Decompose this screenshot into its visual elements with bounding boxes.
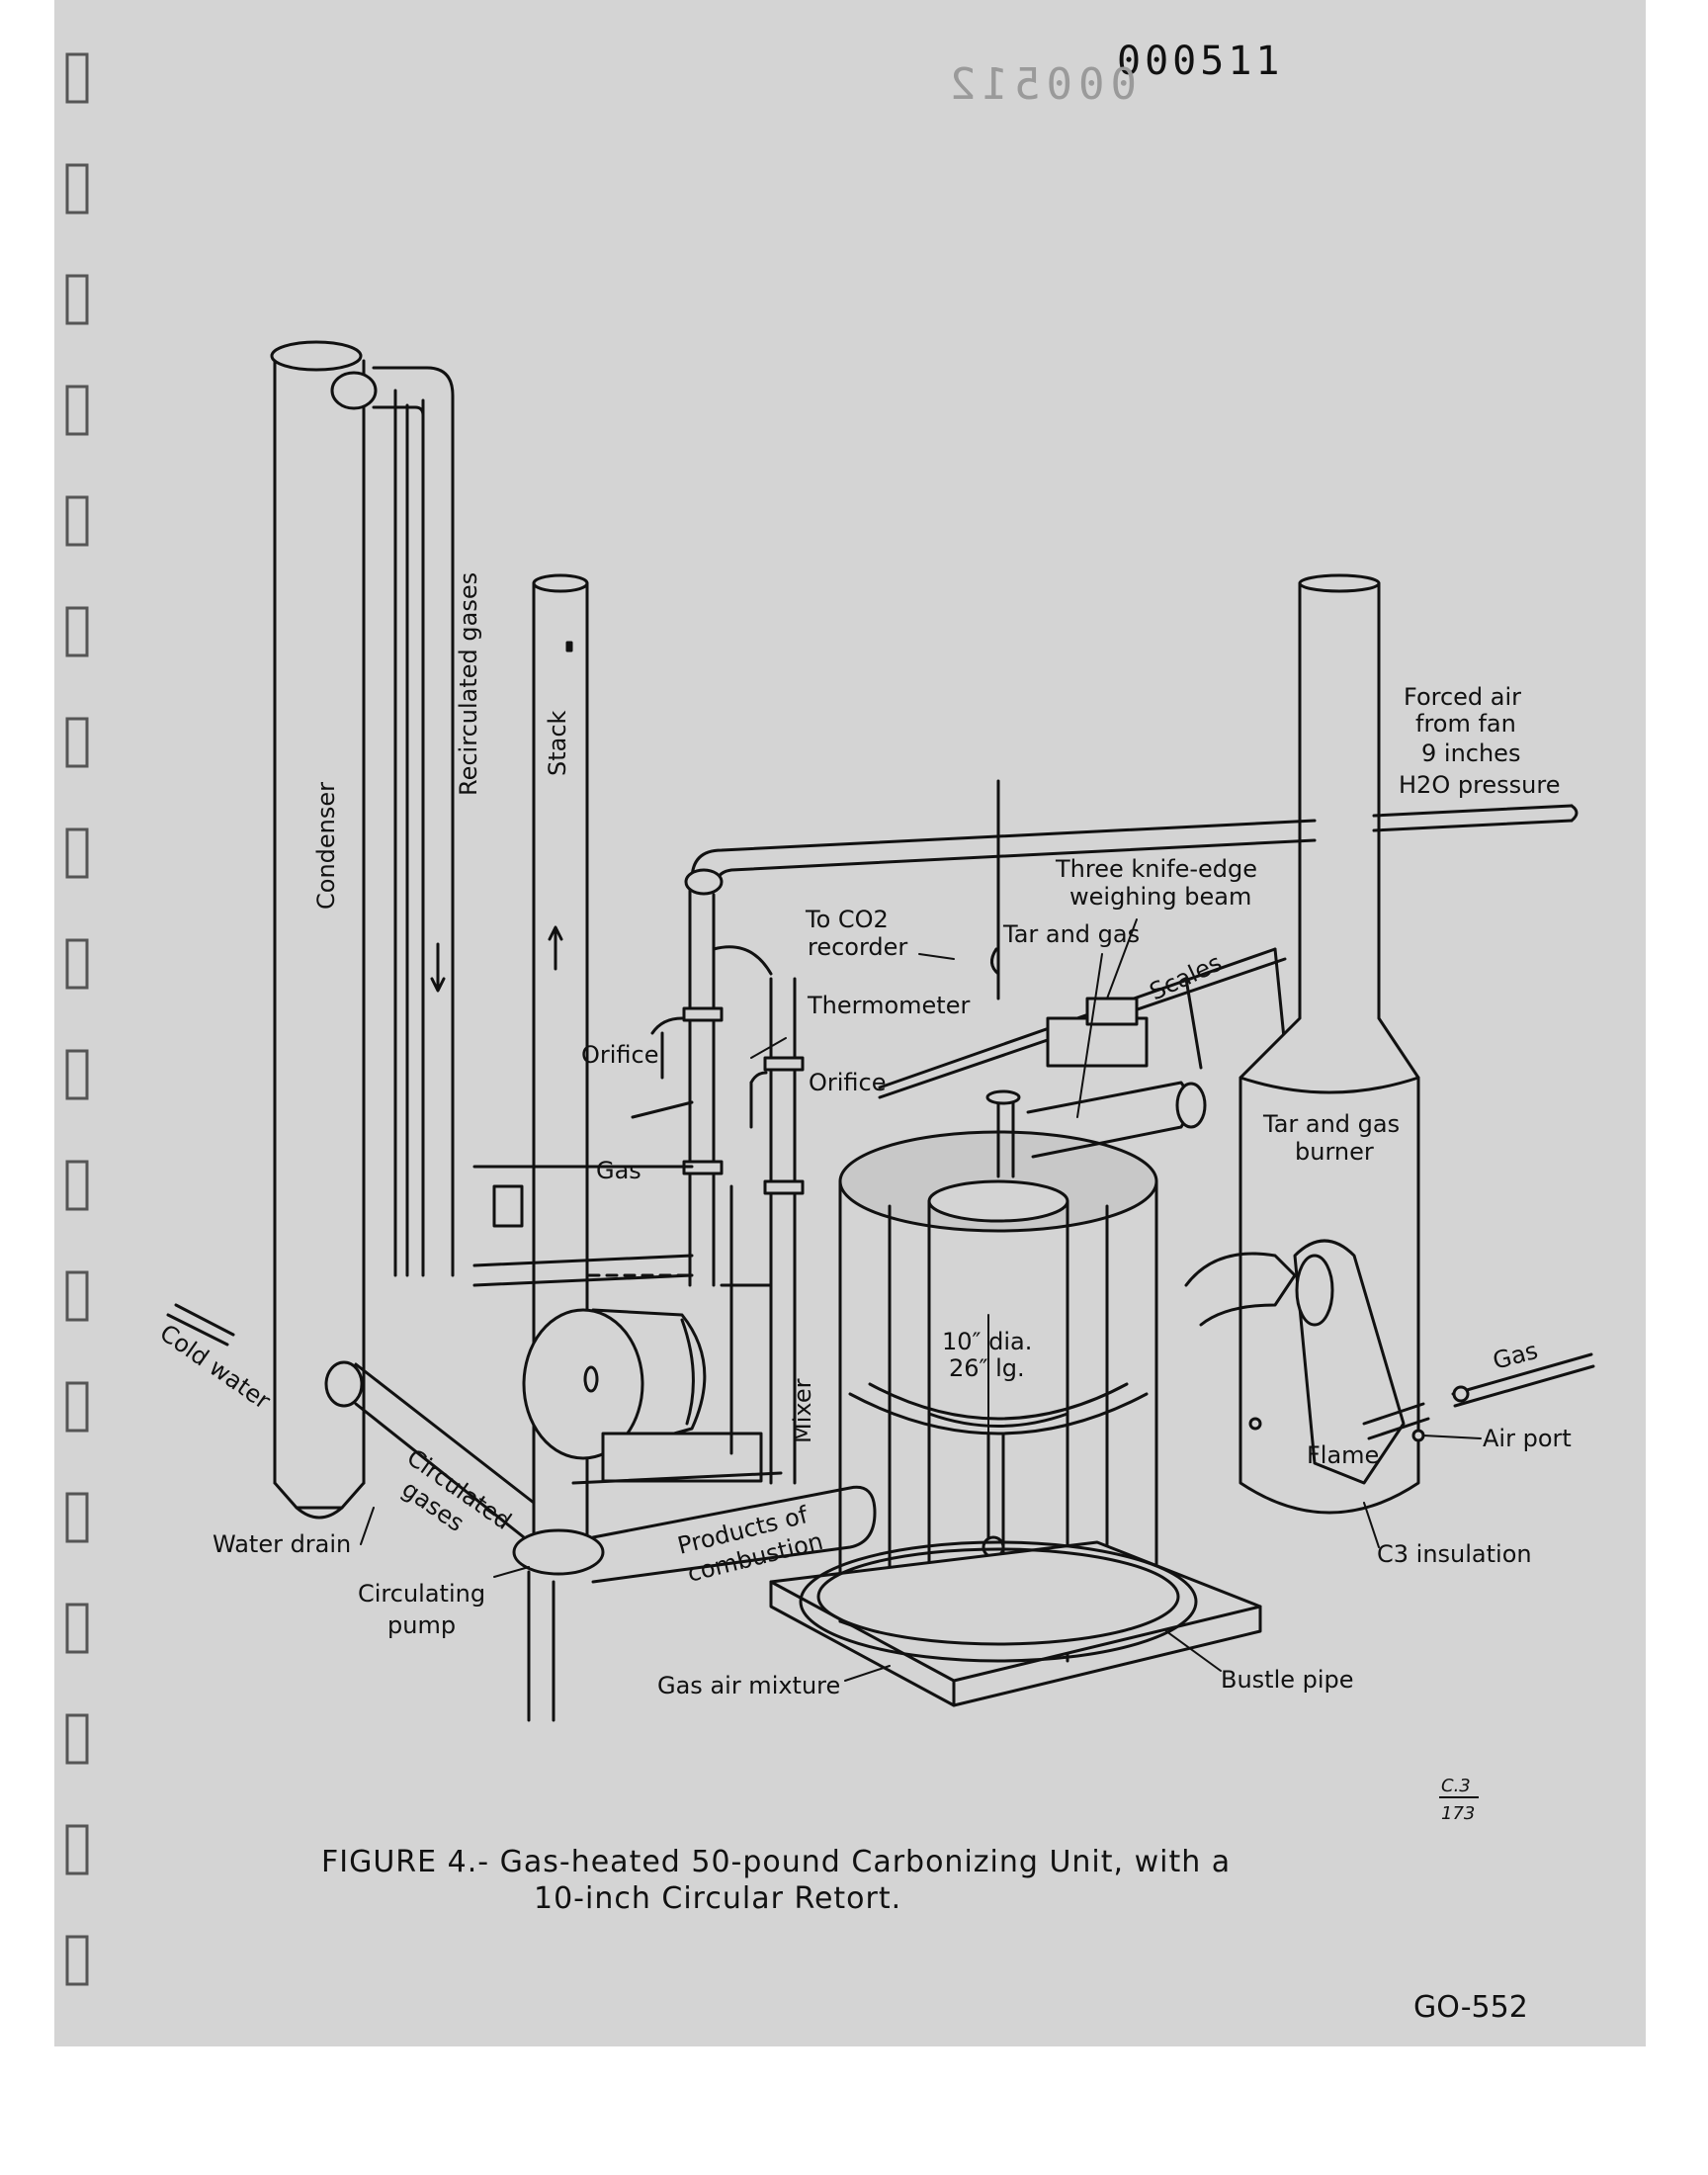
binder-holes: [65, 52, 89, 1986]
label-mixer: Mixer: [789, 1378, 816, 1443]
binder-hole: [65, 1049, 89, 1100]
label-knife-edge-line-1: Three knife-edge: [1055, 855, 1257, 883]
label-forced-air-line-2: from fan: [1415, 710, 1516, 738]
binder-hole: [65, 52, 89, 104]
document-number: 000511: [1117, 39, 1284, 84]
binder-hole: [65, 827, 89, 879]
label-condenser: Condenser: [312, 782, 340, 910]
label-forced-air-line-3: 9 inches: [1421, 740, 1520, 767]
binder-hole: [65, 1603, 89, 1654]
label-water-drain: Water drain: [213, 1530, 351, 1558]
label-forced-air-line-1: Forced air: [1404, 683, 1521, 711]
condenser: [270, 340, 366, 1520]
label-thermometer: Thermometer: [807, 992, 970, 1019]
recirculated-gas-pipe: [330, 366, 455, 1277]
margin-note: C.3 173: [1439, 1776, 1479, 1824]
binder-hole: [65, 1381, 89, 1433]
apparatus-drawing: [166, 340, 1595, 1722]
mirrored-number: 000512: [944, 59, 1137, 110]
diagram-labels: Condenser Recirculated gases Stack Force…: [155, 572, 1572, 1699]
figure-caption-line-1: FIGURE 4.- Gas-heated 50-pound Carbonizi…: [321, 1845, 1231, 1879]
label-gas-left: Gas: [596, 1157, 641, 1184]
leader-lines: [360, 918, 1482, 1682]
label-burner-line-2: burner: [1295, 1138, 1374, 1166]
label-circulating-pump-line-1: Circulating: [358, 1580, 485, 1608]
circulating-pump: [512, 1308, 877, 1722]
binder-hole: [65, 495, 89, 547]
figure-caption-line-2: 10-inch Circular Retort.: [534, 1881, 901, 1916]
binder-hole: [65, 274, 89, 325]
label-scales: Scales: [1146, 948, 1227, 1005]
label-flame: Flame: [1307, 1441, 1379, 1469]
label-tar-and-gas: Tar and gas: [1002, 920, 1140, 948]
label-stack: Stack: [544, 710, 571, 776]
binder-hole: [65, 1713, 89, 1765]
weighing-beam: [878, 779, 1287, 1159]
label-bustle-pipe: Bustle pipe: [1221, 1666, 1354, 1694]
binder-hole: [65, 1935, 89, 1986]
binder-hole: [65, 1270, 89, 1322]
label-gas-right: Gas: [1490, 1337, 1540, 1375]
label-burner-line-1: Tar and gas: [1262, 1110, 1400, 1138]
gas-plumbing: [472, 819, 1317, 1485]
margin-note-bottom: 173: [1441, 1803, 1475, 1824]
label-retort-diameter: 10″ dia.: [942, 1328, 1032, 1355]
binder-hole: [65, 606, 89, 657]
label-recirculated-gases: Recirculated gases: [455, 572, 482, 796]
label-co2-recorder-line-1: To CO2: [805, 906, 889, 933]
label-c3-insulation: C3 insulation: [1377, 1540, 1532, 1568]
label-retort-length: 26″ lg.: [949, 1354, 1025, 1382]
label-orifice-left: Orifice: [581, 1041, 659, 1069]
binder-hole: [65, 1160, 89, 1211]
label-orifice-right: Orifice: [809, 1069, 887, 1096]
label-knife-edge-line-2: weighing beam: [1069, 883, 1251, 911]
binder-hole: [65, 1824, 89, 1875]
label-forced-air-line-4: H2O pressure: [1399, 771, 1561, 799]
margin-note-top: C.3: [1441, 1776, 1471, 1796]
label-cold-water: Cold water: [155, 1319, 276, 1415]
tar-gas-burner: [1184, 573, 1595, 1515]
circulated-gas-pipe: [166, 1303, 536, 1539]
binder-hole: [65, 717, 89, 768]
binder-hole: [65, 163, 89, 215]
base-plate: [769, 1540, 1262, 1707]
label-gas-air-mixture: Gas air mixture: [657, 1672, 840, 1699]
binder-hole: [65, 385, 89, 436]
binder-hole: [65, 1492, 89, 1543]
binder-hole: [65, 938, 89, 990]
label-air-port: Air port: [1483, 1425, 1572, 1452]
label-co2-recorder-line-2: recorder: [808, 933, 907, 961]
document-code: GO-552: [1413, 1990, 1528, 2025]
label-circulating-pump-line-2: pump: [387, 1611, 456, 1639]
